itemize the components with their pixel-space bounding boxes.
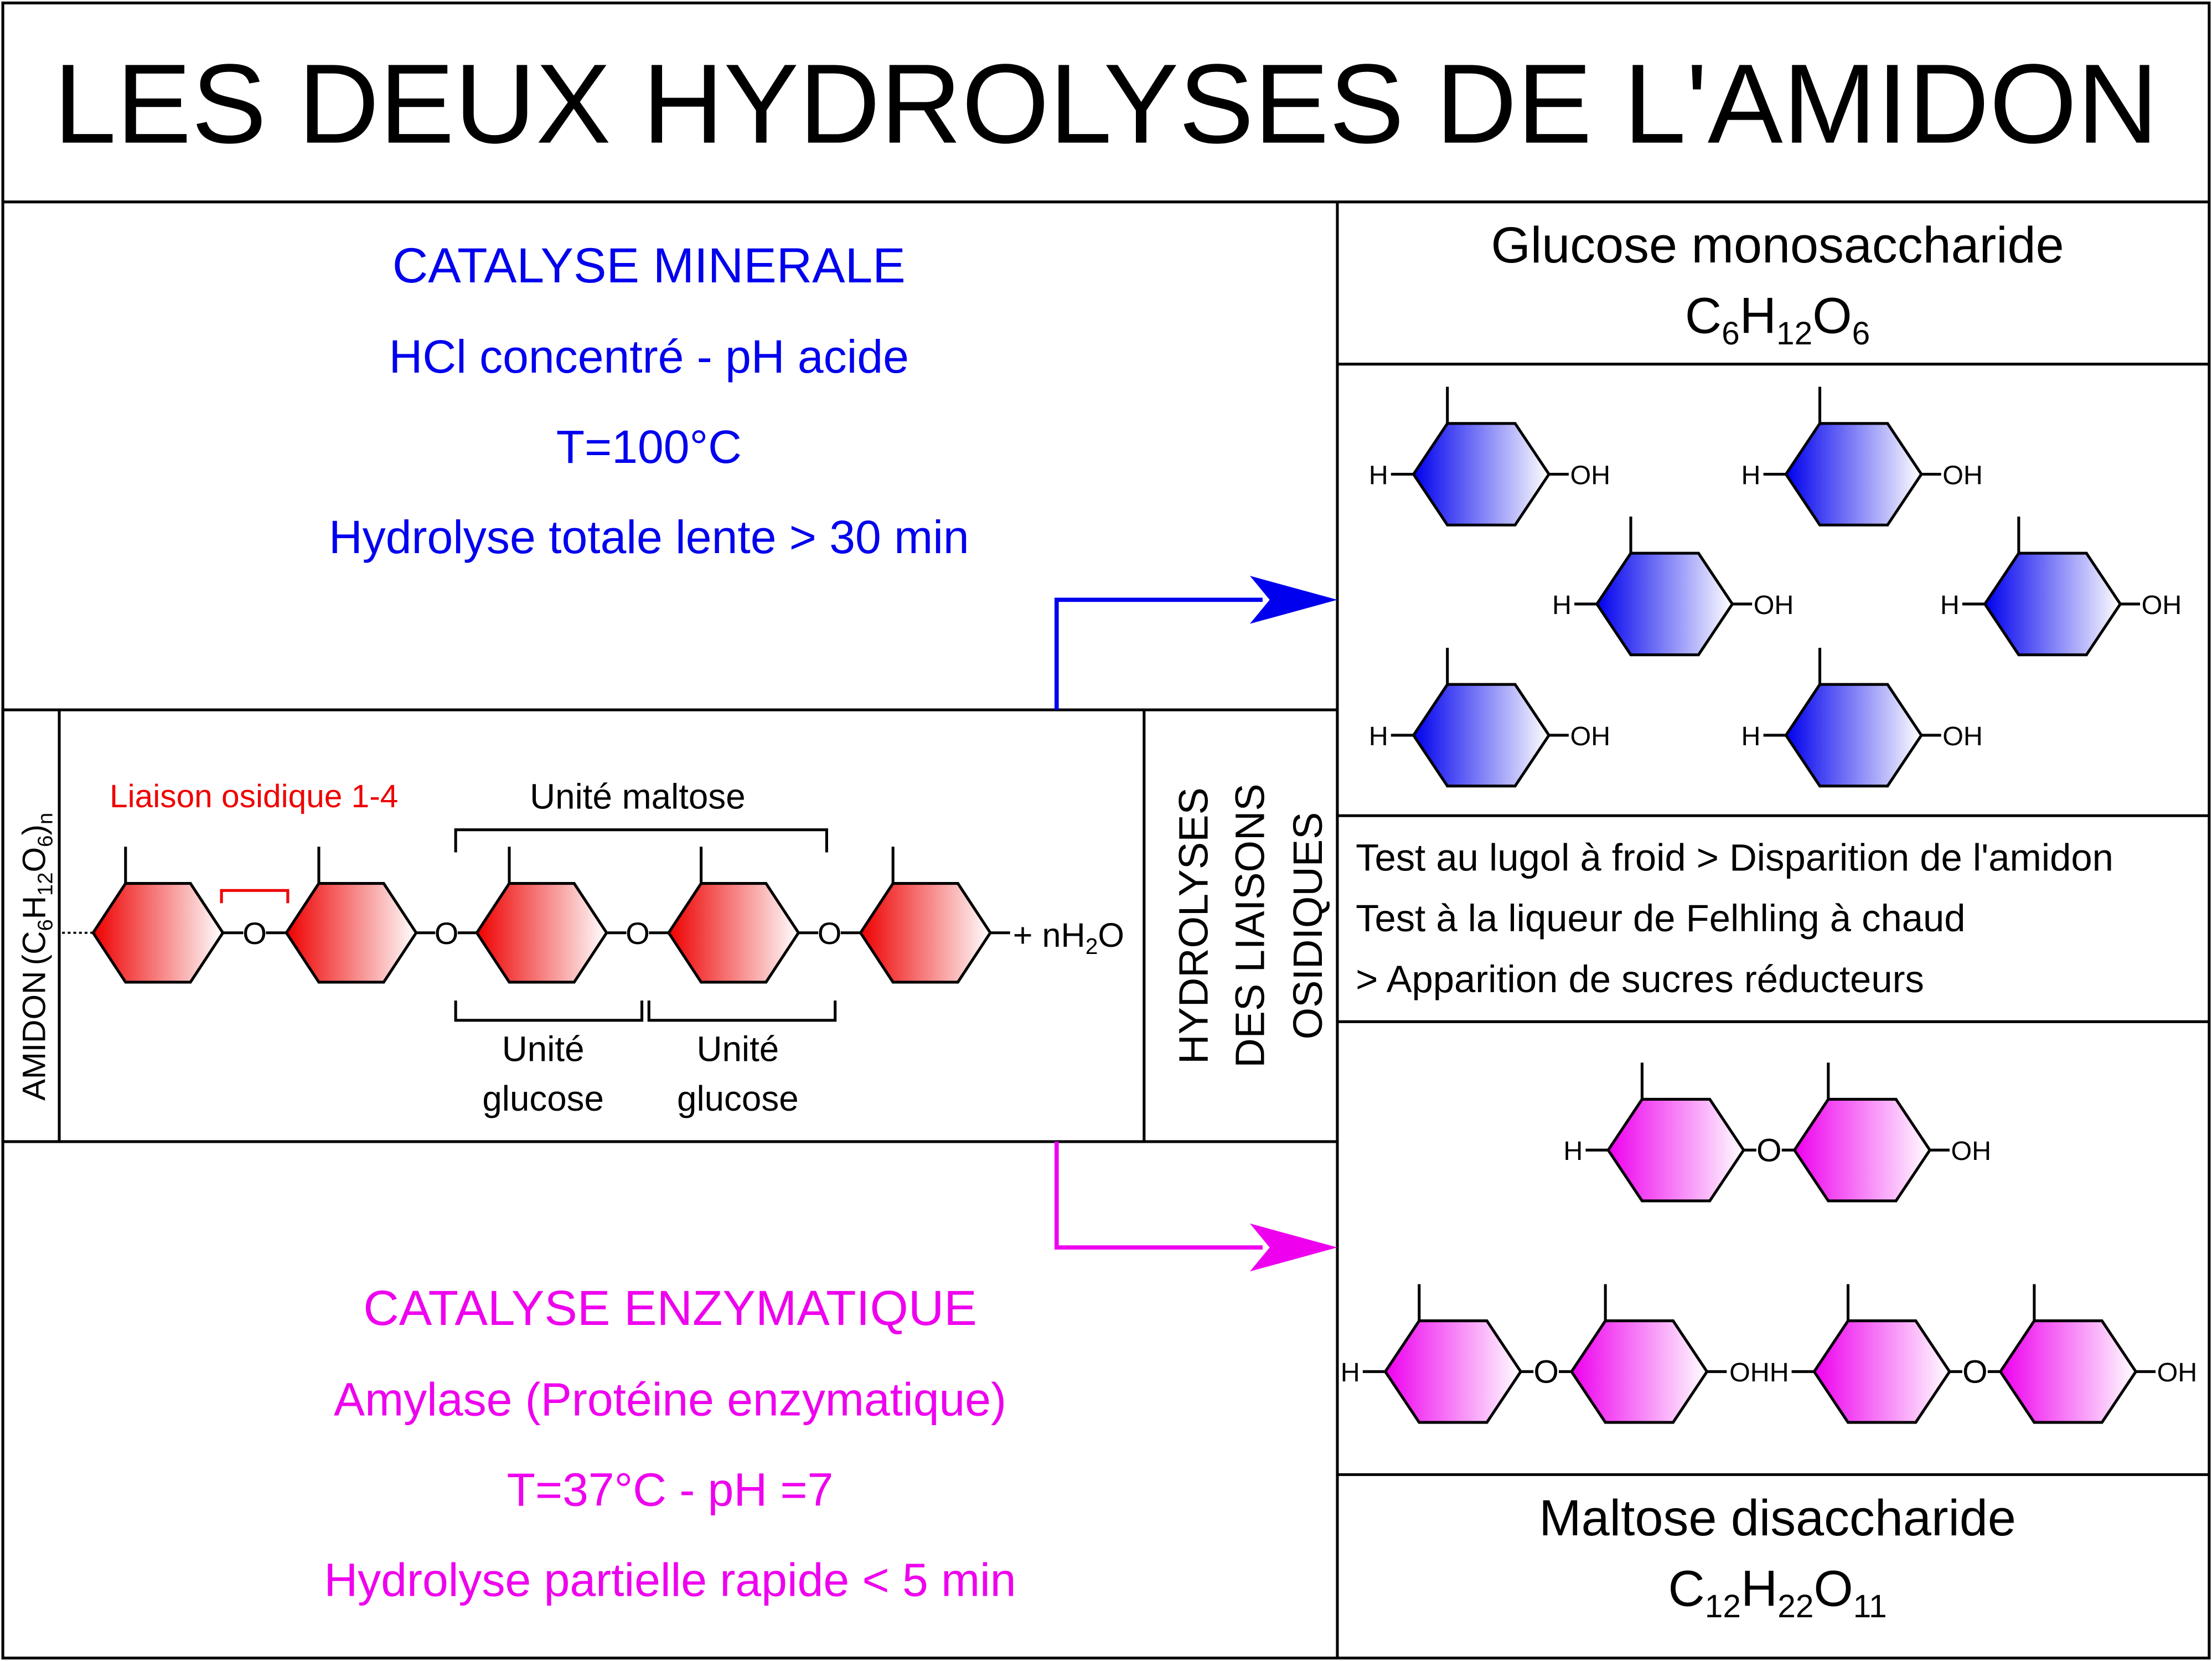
glucose-formula: C6H12O6 [1685,288,1870,352]
starch-glucose-ring-1 [91,882,225,984]
glucose-ring-6 [1784,683,1924,788]
starch-annotations: Liaison osidique 1-4 Unité maltose Unité… [62,776,1124,1118]
maltose-2-ring-1 [1383,1319,1523,1424]
maltose-footer: Maltose disaccharide C12H22O11 [1539,1490,2016,1624]
glucose-unit-label-1-line1: Unité [502,1029,585,1069]
glucose-oh-label-4: OH [2142,590,2182,620]
mineral-heading: CATALYSE MINERALE [392,238,906,293]
enzymatic-duration: Hydrolyse partielle rapide < 5 min [324,1554,1016,1606]
starch-glucose-ring-2 [285,882,418,984]
enzymatic-conditions: T=37°C - pH =7 [507,1463,834,1515]
glucose-oh-label-2: OH [1942,460,1983,490]
starch-glucose-ring-4 [666,882,800,984]
glucose-molecules: H OH H OH H OH H OH H OH H OH [1369,386,2182,788]
maltose-2-oxygen: O [1533,1354,1559,1390]
maltose-3-ring-2 [1998,1319,2138,1424]
tests-block: Test au lugol à froid > Disparition de l… [1356,837,2113,1000]
glucose-oh-label-1: OH [1570,460,1610,490]
maltose-2-h-label: H [1341,1358,1360,1387]
glucose-ring-2 [1784,422,1924,527]
glucose-oh-label-6: OH [1942,721,1983,751]
maltose-1-h-label: H [1563,1136,1583,1166]
glucose-unit-bracket-2 [647,1000,837,1022]
mineral-catalysis-block: CATALYSE MINERALE HCl concentré - pH aci… [329,238,969,563]
maltose-formula: C12H22O11 [1668,1560,1887,1624]
glucose-header: Glucose monosaccharide C6H12O6 [1491,217,2064,352]
test-lugol: Test au lugol à froid > Disparition de l… [1356,837,2113,879]
glucose-h-label-4: H [1940,590,1960,620]
maltose-1-oh-label: OH [1951,1136,1992,1166]
glucose-unit-label-2-line2: glucose [677,1079,799,1118]
glycosidic-oxygen-4: O [818,916,842,951]
glycosidic-oxygen-3: O [626,916,650,951]
mineral-temperature: T=100°C [556,421,742,473]
glycosidic-bond-label: Liaison osidique 1-4 [110,778,398,814]
hydrolysis-label-line2: DES LIAISONS [1227,783,1273,1067]
glucose-oh-label-5: OH [1570,721,1610,751]
glucose-h-label-1: H [1369,460,1388,490]
glucose-ring-4 [1983,551,2122,657]
arrow-enzymatic [1054,1141,1337,1272]
maltose-unit-bracket [454,828,828,853]
starch-glucose-ring-3 [475,882,608,984]
glucose-h-label-6: H [1741,721,1761,751]
maltose-3-ring-1 [1812,1319,1952,1424]
maltose-2-ring-2 [1569,1319,1709,1424]
glucose-h-label-2: H [1741,460,1761,490]
glucose-unit-bracket-1 [454,1000,644,1022]
enzymatic-catalysis-block: CATALYSE ENZYMATIQUE Amylase (Protéine e… [324,1280,1016,1606]
page-title: LES DEUX HYDROLYSES DE L'AMIDON [54,41,2158,167]
glucose-oh-label-3: OH [1754,590,1794,620]
hydrolysis-label-line3: OSIDIQUES [1285,812,1331,1040]
maltose-unit-label: Unité maltose [530,776,745,816]
water-reagent: + nH2O [1013,916,1124,959]
test-fehling-result: > Apparition de sucres réducteurs [1356,958,1924,1000]
glucose-unit-label-1-line2: glucose [482,1079,604,1118]
test-fehling: Test à la liqueur de Felhling à chaud [1356,897,1965,940]
glucose-name: Glucose monosaccharide [1491,217,2064,274]
maltose-3-oxygen: O [1962,1354,1988,1390]
glycosidic-bond-bracket [220,889,290,904]
glucose-ring-5 [1412,683,1551,788]
hydrolysis-label-line1: HYDROLYSES [1170,787,1216,1064]
glycosidic-oxygen-2: O [435,916,459,951]
glucose-ring-3 [1595,551,1734,657]
maltose-junction-ohh-label: OHH [1729,1358,1789,1387]
starch-glucose-ring-5 [859,882,993,984]
glycosidic-oxygen-1: O [242,916,267,951]
maltose-3-oh-label: OH [2157,1358,2198,1387]
maltose-1-ring-2 [1792,1097,1932,1203]
mineral-duration: Hydrolyse totale lente > 30 min [329,511,969,563]
maltose-name: Maltose disaccharide [1539,1490,2016,1546]
arrow-mineral [1054,576,1337,710]
starch-side-label: AMIDON(C6H12O6)n [17,813,58,1101]
maltose-1-oxygen: O [1756,1133,1782,1169]
mineral-reagent: HCl concentré - pH acide [389,331,909,383]
glucose-h-label-3: H [1552,590,1572,620]
glucose-ring-1 [1412,422,1551,527]
maltose-1-ring-1 [1606,1097,1745,1203]
glucose-h-label-5: H [1369,721,1388,751]
glucose-unit-label-2-line1: Unité [696,1029,779,1069]
enzymatic-enzyme: Amylase (Protéine enzymatique) [334,1373,1006,1425]
hydrolysis-label: HYDROLYSES DES LIAISONS OSIDIQUES [1170,783,1330,1067]
enzymatic-heading: CATALYSE ENZYMATIQUE [363,1280,976,1335]
